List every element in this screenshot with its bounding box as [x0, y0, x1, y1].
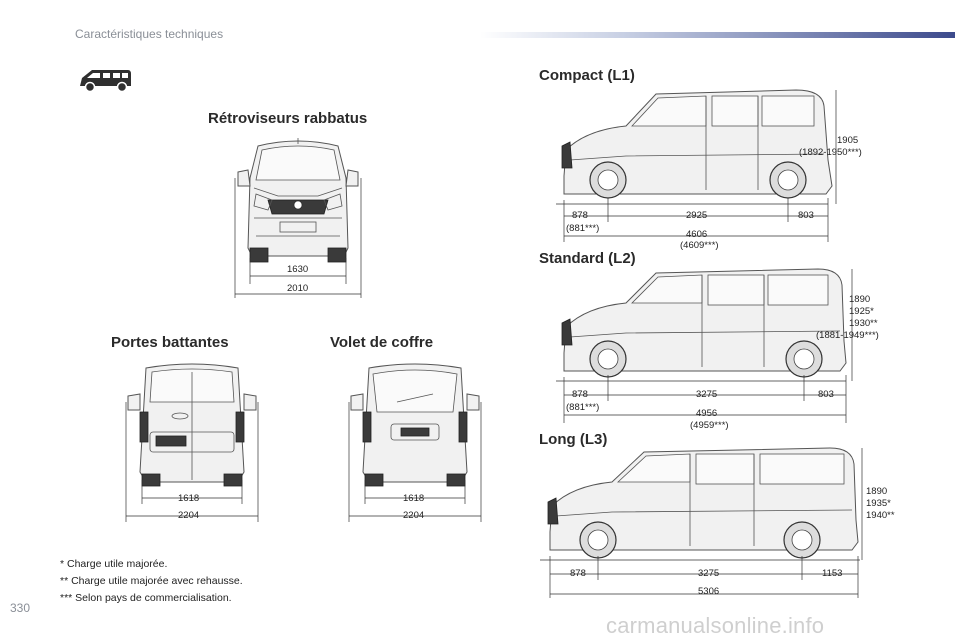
footnote-1: * Charge utile majorée.	[60, 558, 168, 570]
front-track-width: 1630	[287, 264, 309, 275]
header-accent-bar	[480, 32, 955, 38]
long-wheelbase: 3275	[698, 568, 720, 579]
standard-rear-overhang: 803	[818, 389, 834, 400]
compact-front-overhang-alt: (881***)	[566, 223, 600, 234]
compact-length-alt: (4609***)	[680, 240, 719, 251]
compact-height-alt: (1892-1950***)	[799, 147, 862, 158]
tailgate-mirror-width: 2204	[403, 510, 425, 521]
footnotes: * Charge utile majorée. ** Charge utile …	[60, 556, 243, 607]
rear-doors-mirror-width: 2204	[178, 510, 200, 521]
standard-front-overhang-alt: (881***)	[566, 402, 600, 413]
tailgate-inner-width: 1618	[403, 493, 425, 504]
standard-height-2: 1925*	[849, 306, 874, 317]
footnote-2: ** Charge utile majorée avec rehausse.	[60, 575, 243, 587]
rear-doors-drawing	[125, 363, 259, 522]
standard-height-1: 1890	[849, 294, 871, 305]
standard-side-view	[556, 268, 853, 423]
standard-title: Standard (L2)	[539, 250, 636, 267]
compact-wheelbase: 2925	[686, 210, 708, 221]
standard-length: 4956	[696, 408, 718, 419]
watermark[interactable]: carmanualsonline.info	[606, 613, 825, 638]
long-side-view	[540, 447, 863, 598]
front-mirror-width: 2010	[287, 283, 309, 294]
standard-height-3: 1930**	[849, 318, 878, 329]
long-title: Long (L3)	[539, 431, 608, 448]
standard-wheelbase: 3275	[696, 389, 718, 400]
compact-front-overhang: 878	[572, 210, 588, 221]
tailgate-drawing	[348, 363, 482, 522]
compact-height: 1905	[837, 135, 859, 146]
rear-doors-inner-width: 1618	[178, 493, 200, 504]
footnote-3: *** Selon pays de commercialisation.	[60, 592, 232, 604]
long-front-overhang: 878	[570, 568, 586, 579]
page-number: 330	[10, 601, 31, 615]
long-length: 5306	[698, 586, 720, 597]
section-title: Caractéristiques techniques	[75, 27, 224, 41]
van-pictogram-icon	[80, 70, 131, 93]
front-view-drawing	[234, 138, 362, 298]
standard-height-alt: (1881-1949***)	[816, 330, 879, 341]
compact-length: 4606	[686, 229, 708, 240]
rear-doors-title: Portes battantes	[111, 334, 229, 351]
compact-side-view	[556, 89, 837, 242]
standard-length-alt: (4959***)	[690, 420, 729, 431]
long-height-1: 1890	[866, 486, 888, 497]
tailgate-title: Volet de coffre	[330, 334, 434, 351]
long-rear-overhang: 1153	[822, 568, 843, 579]
long-height-3: 1940**	[866, 510, 895, 521]
standard-front-overhang: 878	[572, 389, 588, 400]
compact-title: Compact (L1)	[539, 67, 635, 84]
compact-rear-overhang: 803	[798, 210, 814, 221]
long-height-2: 1935*	[866, 498, 891, 509]
front-view-title: Rétroviseurs rabbatus	[208, 110, 368, 127]
